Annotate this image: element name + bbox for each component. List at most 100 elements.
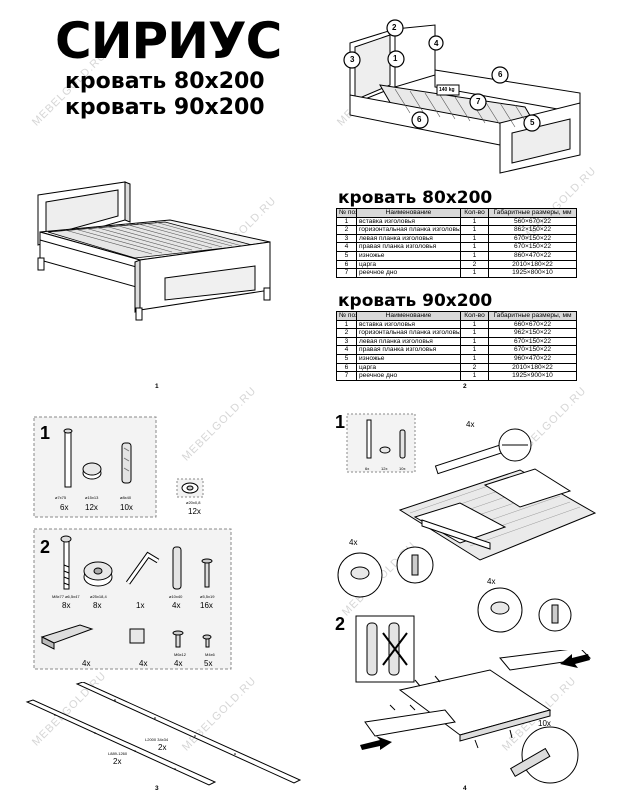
hw-qty: 6x (60, 503, 69, 512)
cell-name: реечное дно (356, 371, 461, 381)
cell-qty: 2 (460, 259, 489, 270)
cell-name: изножье (356, 353, 461, 364)
rail-qty: 2x (113, 757, 122, 766)
cell-dims: 962×150×22 (488, 328, 577, 338)
hw-code: ø8x40 (120, 495, 132, 500)
cell-name: изножье (356, 250, 461, 261)
assembly-step1-diagram (337, 428, 597, 633)
cell-qty: 1 (460, 345, 489, 355)
assembly-mini-bag (346, 413, 416, 473)
callout-1: 1 (393, 54, 398, 63)
hw-qty: 8x (62, 601, 71, 610)
hw-qty: 8x (93, 601, 102, 610)
callout-3: 3 (350, 55, 355, 64)
cell-name: горизонтальная планка изголовья (356, 225, 461, 235)
cell-num: 1 (336, 319, 357, 330)
cell-qty: 1 (460, 233, 489, 244)
hw-code: ø10x40 (169, 594, 183, 599)
hw-qty: 12x (188, 507, 201, 516)
parts-table-80: № поз. Наименование Кол-во Габаритные ра… (336, 208, 577, 278)
hardware-step-2: 2 (40, 537, 51, 557)
col-qty: Кол-во (460, 311, 489, 321)
parts-table-90: № поз. Наименование Кол-во Габаритные ра… (336, 311, 577, 381)
cell-name: реечное дно (356, 268, 461, 278)
cell-num: 7 (336, 371, 357, 381)
cell-qty: 1 (460, 216, 489, 227)
hw-qty: 16x (200, 601, 213, 610)
cell-dims: 670×150×22 (488, 233, 577, 244)
cell-qty: 2 (460, 362, 489, 373)
page-number: 1 (155, 383, 159, 390)
cell-qty: 1 (460, 225, 489, 235)
cell-num: 3 (336, 336, 357, 347)
assembly-step-2: 2 (335, 614, 346, 634)
assembly-step2-diagram (360, 650, 592, 784)
hardware-bag-1 (33, 416, 157, 518)
subtitle-80: кровать 80х200 (65, 69, 265, 94)
hw-code: M4x6 (205, 652, 215, 657)
hw-qty: 4x (139, 659, 148, 668)
hw-qty: 1x (136, 601, 145, 610)
dowel-check-diagram (355, 615, 415, 683)
rail-qty: 2x (158, 743, 167, 752)
cell-name: горизонтальная планка изголовья (356, 328, 461, 338)
rail-code: L2000 34x34 (145, 737, 169, 742)
page-number: 3 (155, 785, 159, 792)
washer-icon (176, 478, 204, 498)
watermark: MEBELGOLD.RU (180, 384, 259, 464)
cell-num: 2 (336, 328, 357, 338)
cell-num: 6 (336, 362, 357, 373)
cell-dims: 1925×800×10 (488, 268, 577, 278)
cell-dims: 2010×180×22 (488, 259, 577, 270)
cell-dims: 860×470×22 (488, 250, 577, 261)
weight-label: 140 kg (439, 87, 455, 93)
cell-name: левая планка изголовья (356, 336, 461, 347)
cell-dims: 560×670×22 (488, 216, 577, 227)
mini-qty: 6x (365, 466, 370, 471)
cell-name: правая планка изголовья (356, 242, 461, 252)
col-dims: Габаритные размеры, мм (488, 311, 577, 321)
hw-code: ø15x13 (85, 495, 99, 500)
cell-num: 7 (336, 268, 357, 278)
qty-label: 4x (466, 420, 475, 429)
hw-qty: 5x (204, 659, 213, 668)
col-num: № поз. (336, 208, 357, 218)
hw-code: M6x12 (174, 652, 187, 657)
col-qty: Кол-во (460, 208, 489, 218)
callout-5: 5 (530, 118, 535, 127)
cell-qty: 1 (460, 268, 489, 278)
hw-qty: 4x (172, 601, 181, 610)
hardware-step-1: 1 (40, 423, 51, 443)
cell-qty: 1 (460, 353, 489, 364)
cell-num: 2 (336, 225, 357, 235)
table-80-title: кровать 80х200 (338, 188, 493, 208)
table-header: № поз. Наименование Кол-во Габаритные ра… (336, 311, 577, 321)
hw-code: M8x77 ø6,5x47 (52, 594, 80, 599)
mini-qty: 10x (399, 466, 406, 471)
cell-dims: 1925×900×10 (488, 371, 577, 381)
cell-name: левая планка изголовья (356, 233, 461, 244)
cell-num: 4 (336, 242, 357, 252)
cell-dims: 960×470×22 (488, 353, 577, 364)
hw-qty: 12x (85, 503, 98, 512)
metal-rails (25, 682, 302, 786)
cell-num: 4 (336, 345, 357, 355)
hardware-bag-2 (33, 528, 232, 670)
cell-num: 1 (336, 216, 357, 227)
cell-name: царга (356, 259, 461, 270)
cell-num: 6 (336, 259, 357, 270)
callout-6b: 6 (417, 115, 422, 124)
cell-qty: 1 (460, 328, 489, 338)
assembly-step-1: 1 (335, 412, 346, 432)
